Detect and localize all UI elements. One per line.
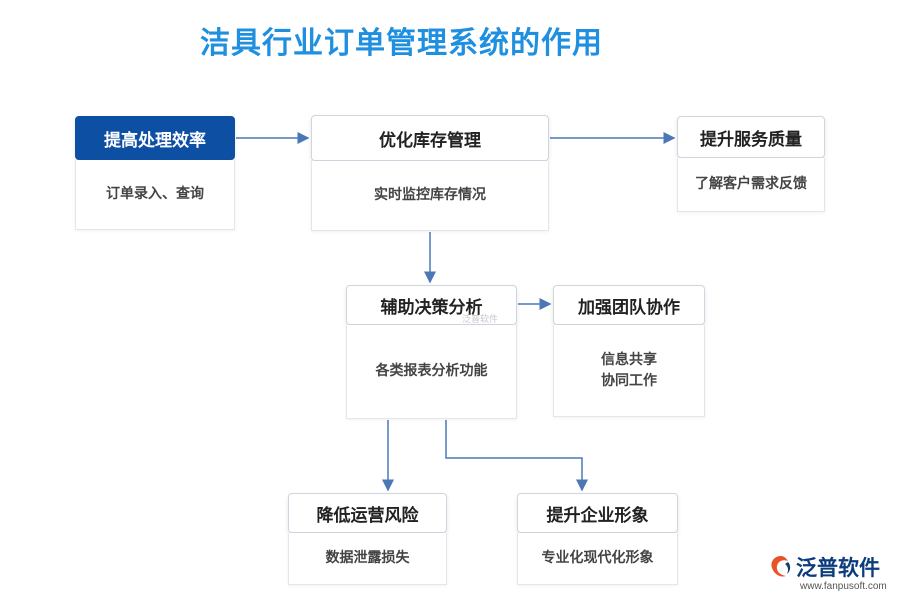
page-title: 洁具行业订单管理系统的作用 <box>200 26 603 61</box>
node-service: 提升服务质量 了解客户需求反馈 <box>677 116 825 212</box>
node-service-title: 提升服务质量 <box>677 116 825 158</box>
node-team-body: 信息共享 协同工作 <box>553 325 705 417</box>
brand-logo-url: www.fanpusoft.com <box>800 581 887 592</box>
node-image: 提升企业形象 专业化现代化形象 <box>517 493 678 585</box>
watermark: 泛普软件 <box>462 315 499 325</box>
node-risk-body: 数据泄露损失 <box>288 533 447 585</box>
node-risk-title: 降低运营风险 <box>288 493 447 533</box>
node-image-body: 专业化现代化形象 <box>517 533 678 585</box>
node-inventory-desc: 实时监控库存情况 <box>374 187 486 203</box>
node-efficiency-desc: 订单录入、查询 <box>106 186 204 202</box>
node-team: 加强团队协作 信息共享 协同工作 <box>553 285 705 417</box>
node-risk: 降低运营风险 数据泄露损失 <box>288 493 447 585</box>
node-image-title: 提升企业形象 <box>517 493 678 533</box>
brand-logo-icon <box>771 556 791 577</box>
node-inventory: 优化库存管理 实时监控库存情况 <box>311 115 549 231</box>
node-decision: 辅助决策分析 各类报表分析功能 <box>346 285 517 419</box>
brand-logo: 泛普软件 www.fanpusoft.com <box>768 552 893 596</box>
node-efficiency: 提高处理效率 订单录入、查询 <box>75 116 235 230</box>
arrow-decision-to-image <box>445 420 588 492</box>
node-team-title: 加强团队协作 <box>553 285 705 325</box>
node-team-desc-1: 信息共享 <box>601 351 657 368</box>
node-efficiency-title: 提高处理效率 <box>75 116 235 160</box>
node-service-desc: 了解客户需求反馈 <box>695 176 807 192</box>
node-efficiency-body: 订单录入、查询 <box>75 160 235 230</box>
node-inventory-title: 优化库存管理 <box>311 115 549 161</box>
node-decision-desc: 各类报表分析功能 <box>375 363 488 379</box>
node-decision-title: 辅助决策分析 <box>346 285 517 325</box>
node-team-desc-2: 协同工作 <box>601 372 657 389</box>
node-inventory-body: 实时监控库存情况 <box>311 161 549 231</box>
node-risk-desc: 数据泄露损失 <box>325 550 410 566</box>
brand-logo-name: 泛普软件 <box>796 556 880 580</box>
node-image-desc: 专业化现代化形象 <box>541 550 654 566</box>
node-service-body: 了解客户需求反馈 <box>677 158 825 212</box>
node-decision-body: 各类报表分析功能 <box>346 325 517 419</box>
